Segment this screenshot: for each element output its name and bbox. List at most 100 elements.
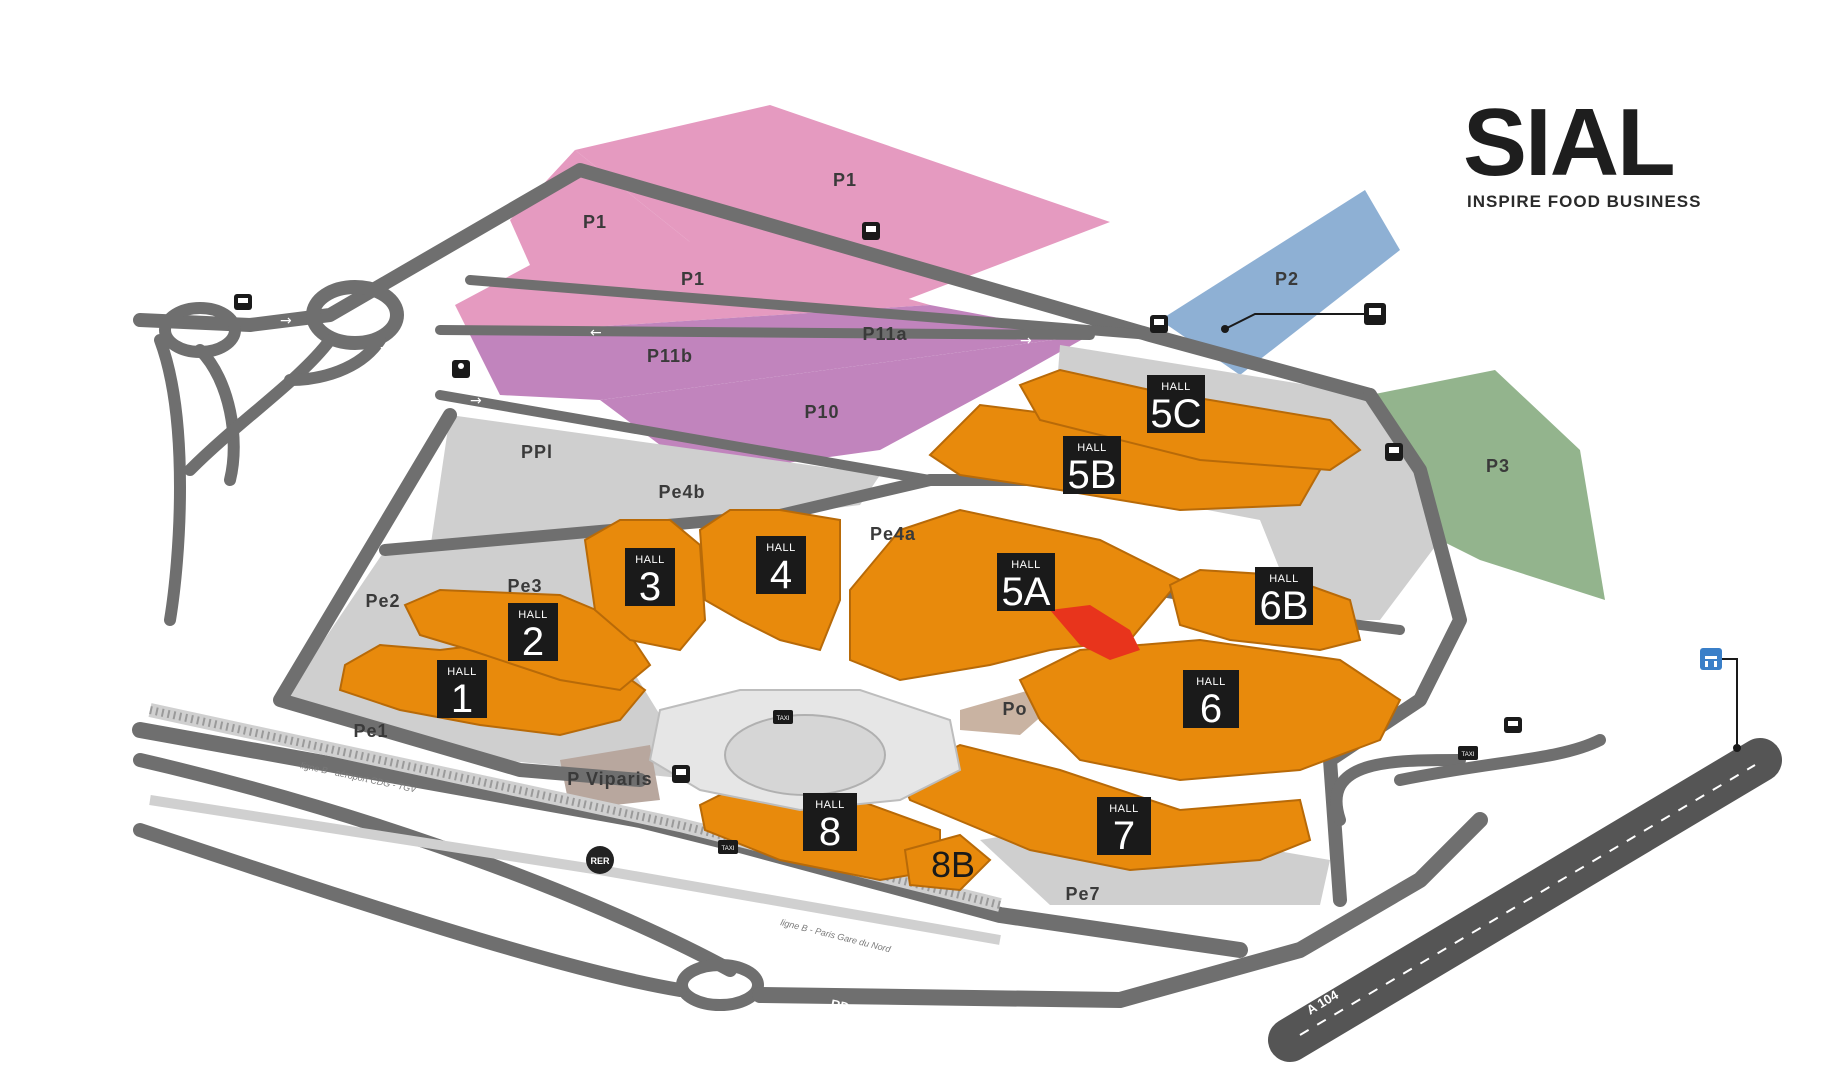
direction-arrows: → → → ← ← → →: [280, 288, 1032, 419]
logo-brand: SIAL: [1463, 89, 1674, 196]
road-east: [1323, 388, 1467, 907]
svg-text:HALL: HALL: [1269, 573, 1299, 585]
hall-4-label[interactable]: HALL 4: [756, 536, 806, 597]
road-highway-a104: [1268, 738, 1782, 1062]
svg-text:HALL: HALL: [1109, 803, 1139, 815]
roundabout-west: [306, 280, 404, 350]
label-p3: P3: [1486, 456, 1510, 476]
road-south-east: [752, 812, 1488, 1008]
sial-logo: SIAL INSPIRE FOOD BUSINESS: [1463, 89, 1700, 211]
pedestrian-icon[interactable]: [452, 360, 470, 378]
hall-8-label[interactable]: HALL 8: [803, 793, 857, 854]
hall-1-label[interactable]: HALL 1: [437, 660, 487, 721]
label-p1-left: P1: [583, 212, 607, 232]
svg-text:HALL: HALL: [518, 609, 548, 621]
road-se-loop-2: [1394, 734, 1606, 786]
taxi-icon[interactable]: TAXI: [1458, 746, 1478, 760]
parking-labels: P1 P1 P1 P11a P11b P10 P2 P3 PPl Pe4b Pe…: [353, 170, 1510, 904]
svg-text:HALL: HALL: [1077, 442, 1107, 454]
parking-p3[interactable]: [1370, 370, 1605, 600]
road-rd40-curve: [194, 344, 240, 486]
road-p11: [435, 325, 1095, 340]
label-po: Po: [1002, 699, 1027, 719]
svg-text:5B: 5B: [1068, 453, 1117, 497]
svg-text:TAXI: TAXI: [777, 716, 790, 722]
svg-text:HALL: HALL: [1011, 559, 1041, 571]
parking-p2[interactable]: [1160, 190, 1400, 375]
svg-text:RER: RER: [590, 856, 610, 866]
svg-text:→: →: [590, 403, 602, 419]
svg-text:→: →: [470, 393, 482, 409]
hall-8b-label[interactable]: 8B: [931, 844, 975, 885]
taxi-icon[interactable]: TAXI: [718, 840, 738, 854]
road-south-2: [133, 753, 737, 977]
label-p2: P2: [1275, 269, 1299, 289]
label-p-viparis: P Viparis: [567, 769, 652, 789]
rer-icon[interactable]: RER: [586, 846, 614, 874]
bus-icon[interactable]: [1385, 443, 1403, 461]
svg-text:→: →: [280, 313, 292, 329]
hall-5b-label[interactable]: HALL 5B: [1063, 436, 1121, 497]
highway-pointer-dot: [1733, 744, 1741, 752]
svg-text:←: ←: [940, 288, 952, 304]
svg-text:TAXI: TAXI: [1462, 752, 1475, 758]
bus-icon[interactable]: [672, 765, 690, 783]
map-icons: RER TAXI TAXI TAXI: [234, 222, 1741, 874]
road-west-3: [284, 334, 386, 386]
svg-text:HALL: HALL: [1196, 676, 1226, 688]
svg-text:8: 8: [819, 810, 841, 854]
hall-labels: HALL 1 HALL 2 HALL 3 HALL 4 HALL 5A HALL…: [437, 375, 1313, 885]
svg-text:6: 6: [1200, 687, 1222, 731]
label-pe4b: Pe4b: [658, 482, 705, 502]
label-pe1: Pe1: [353, 721, 388, 741]
taxi-icon[interactable]: TAXI: [773, 710, 793, 724]
parking-p1-top[interactable]: [575, 105, 1110, 310]
svg-text:HALL: HALL: [635, 554, 665, 566]
svg-text:2: 2: [522, 620, 544, 664]
bus-icon[interactable]: [1364, 303, 1386, 325]
label-pe3: Pe3: [507, 576, 542, 596]
highlight-booth[interactable]: [1050, 605, 1140, 660]
svg-text:HALL: HALL: [1161, 381, 1191, 393]
svg-text:5A: 5A: [1002, 570, 1051, 614]
highway-dashes: [1299, 764, 1756, 1036]
label-rd40-bottom: RD 40: [829, 996, 868, 1018]
hall-2-label[interactable]: HALL 2: [508, 603, 558, 664]
svg-text:→: →: [1020, 333, 1032, 349]
svg-text:3: 3: [639, 565, 661, 609]
svg-text:5C: 5C: [1150, 392, 1201, 436]
car-icon[interactable]: [1504, 717, 1522, 733]
highway-icon[interactable]: [1700, 648, 1722, 670]
hall-6-label[interactable]: HALL 6: [1183, 670, 1239, 731]
label-p10: P10: [804, 402, 839, 422]
svg-text:HALL: HALL: [447, 666, 477, 678]
svg-text:7: 7: [1113, 814, 1135, 858]
road-se-loop: [1330, 754, 1466, 826]
central-plaza: [648, 689, 962, 812]
label-pe2: Pe2: [365, 591, 400, 611]
bus-icon[interactable]: [862, 222, 880, 240]
svg-text:4: 4: [770, 553, 792, 597]
hall-8b-shape[interactable]: [903, 833, 992, 892]
hall-7-label[interactable]: HALL 7: [1097, 797, 1151, 858]
label-p11a: P11a: [862, 324, 907, 344]
car-icon[interactable]: [234, 294, 252, 310]
hall-3-label[interactable]: HALL 3: [625, 548, 675, 609]
road-p-diag: [465, 275, 1155, 340]
label-p1-mid: P1: [681, 269, 705, 289]
bus-p2-pointer: [1224, 313, 1364, 330]
hall-5a-label[interactable]: HALL 5A: [997, 553, 1055, 614]
svg-text:6B: 6B: [1260, 584, 1309, 628]
svg-text:HALL: HALL: [815, 799, 845, 811]
road-south-3: [133, 823, 687, 997]
label-pe4a: Pe4a: [870, 524, 916, 544]
road-inner-west: [273, 408, 647, 787]
label-rd40-left: RD 40: [209, 547, 238, 587]
label-ppl: PPl: [521, 442, 553, 462]
hall-5c-label[interactable]: HALL 5C: [1147, 375, 1205, 436]
plaza-circle: [724, 714, 886, 796]
label-p1-top: P1: [833, 170, 857, 190]
bus-icon[interactable]: [1150, 315, 1168, 333]
hall-6b-label[interactable]: HALL 6B: [1255, 567, 1313, 628]
